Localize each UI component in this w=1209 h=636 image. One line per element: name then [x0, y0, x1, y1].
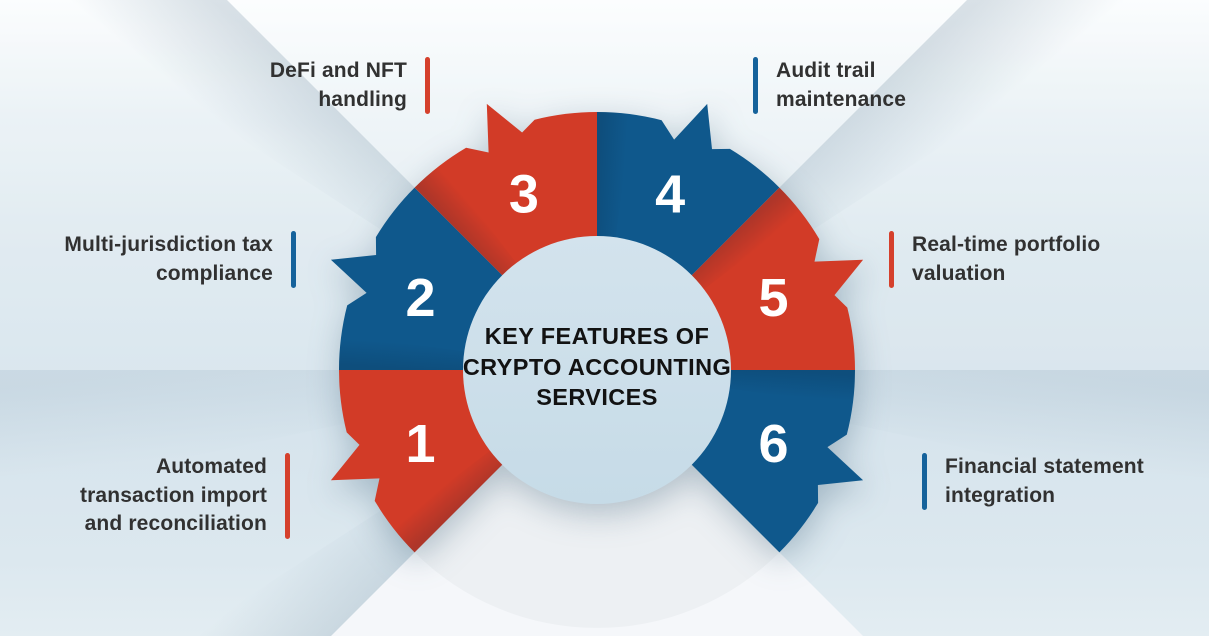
- label-audit-trail-maintenance: Audit trail maintenance: [753, 55, 968, 116]
- wheel-center-title: KEY FEATURES OF CRYPTO ACCOUNTING SERVIC…: [437, 321, 757, 413]
- label-multi-jurisdiction-tax-compliance: Multi-jurisdiction tax compliance: [48, 229, 296, 290]
- wheel-center-circle: [463, 236, 731, 504]
- label-line: maintenance: [776, 87, 907, 111]
- red-accent-bar: [285, 453, 290, 539]
- label-line: integration: [945, 483, 1056, 507]
- label-line: DeFi and NFT: [269, 59, 407, 82]
- wheel-segment-2: [330, 187, 506, 370]
- wheel-segment-number-4: 4: [655, 165, 685, 225]
- wheel-segment-number-6: 6: [758, 414, 788, 474]
- title-line-1: KEY FEATURES OF: [484, 323, 710, 349]
- title-line-3: SERVICES: [536, 384, 658, 410]
- label-text: Multi-jurisdiction tax compliance: [48, 231, 273, 288]
- wheel-segment-number-3: 3: [509, 165, 539, 225]
- red-accent-bar: [425, 57, 430, 114]
- label-line: Automated: [155, 455, 267, 478]
- wheel-segment-number-5: 5: [758, 268, 788, 328]
- label-automated-transaction-import: Automated transaction import and reconcili…: [52, 451, 290, 541]
- wheel-segment-number-1: 1: [405, 414, 435, 474]
- wheel-segment-1: [330, 370, 506, 553]
- wheel-segment-number-2: 2: [405, 268, 435, 328]
- red-accent-bar: [889, 231, 894, 288]
- blue-accent-bar: [922, 453, 927, 510]
- wheel-segment-3: [414, 103, 597, 279]
- label-text: Automated transaction import and reconcili…: [52, 453, 267, 539]
- label-real-time-portfolio-valuation: Real-time portfolio valuation: [889, 229, 1134, 290]
- wheel-segments: 1 2 3 4 5 6: [330, 103, 864, 553]
- label-line: Multi-jurisdiction tax: [64, 233, 273, 256]
- label-defi-and-nft-handling: DeFi and NFT handling: [222, 55, 430, 116]
- label-text: Audit trail maintenance: [776, 57, 968, 114]
- blue-accent-bar: [291, 231, 296, 288]
- label-text: Financial statement integration: [945, 453, 1167, 510]
- label-line: handling: [318, 87, 407, 111]
- wheel-segment-5: [688, 187, 864, 370]
- background-bottom-ring-band: [414, 461, 780, 628]
- label-line: valuation: [912, 261, 1006, 285]
- wheel-segment-6: [688, 370, 864, 553]
- label-text: DeFi and NFT handling: [222, 57, 407, 114]
- label-line: transaction import: [79, 483, 267, 507]
- blue-accent-bar: [753, 57, 758, 114]
- label-line: Real-time portfolio: [912, 233, 1101, 256]
- wheel-segment-4: [597, 103, 780, 279]
- label-line: and reconciliation: [84, 512, 267, 535]
- label-line: Financial statement: [945, 455, 1144, 478]
- label-text: Real-time portfolio valuation: [912, 231, 1134, 288]
- label-line: Audit trail: [776, 59, 876, 82]
- title-line-2: CRYPTO ACCOUNTING: [462, 353, 732, 380]
- label-line: compliance: [155, 261, 273, 285]
- label-financial-statement-integration: Financial statement integration: [922, 451, 1167, 512]
